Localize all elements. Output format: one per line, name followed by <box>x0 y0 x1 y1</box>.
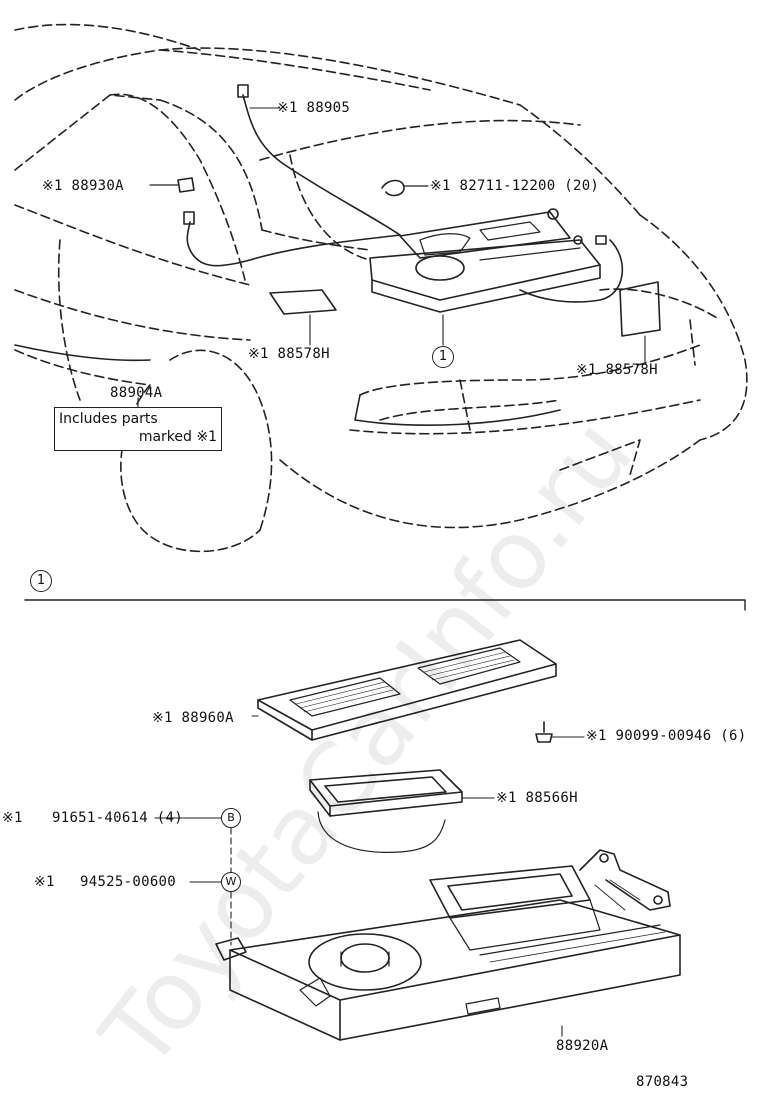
label-bolt-mark: ※1 <box>2 810 23 826</box>
car-body-outline <box>14 23 748 553</box>
gasket-88566H <box>309 769 495 853</box>
washer-marker-w: W <box>221 872 241 892</box>
bolt-marker-b: B <box>221 808 241 828</box>
label-clip-82711: ※1 82711-12200 (20) <box>430 178 600 194</box>
upper-leaders <box>137 107 646 409</box>
connector-88930A <box>149 177 195 193</box>
label-assembly-88904A: 88904A <box>110 385 163 401</box>
label-washer-94525: 94525-00600 <box>80 874 177 890</box>
label-connector-88930A: ※1 88930A <box>42 178 124 194</box>
note-line-2: marked ※1 <box>138 429 217 445</box>
pads-88578H <box>269 281 661 337</box>
label-wiring-88905: ※1 88905 <box>277 100 351 116</box>
label-pad-left-88578H: ※1 88578H <box>248 346 330 362</box>
callout-circle: 1 <box>432 346 454 368</box>
clip-82711 <box>381 179 429 197</box>
section-circle: 1 <box>30 570 52 592</box>
note-line-1: Includes parts <box>59 411 158 427</box>
label-pad-right-88578H: ※1 88578H <box>576 362 658 378</box>
note-box: Includes parts marked ※1 <box>54 407 222 451</box>
label-speaker-box-88920A: 88920A <box>556 1038 609 1054</box>
trunk-speaker-unit <box>369 208 607 313</box>
screw-90099 <box>535 721 585 743</box>
speaker-box-88920A <box>215 849 681 1041</box>
label-gasket-88566H: ※1 88566H <box>496 790 578 806</box>
label-bolt-91651: 91651-40614 (4) <box>52 810 183 826</box>
bolt-and-washer <box>154 817 232 946</box>
diagram-number: 870843 <box>636 1074 689 1090</box>
grille-88960A <box>251 639 557 741</box>
label-grille-88960A: ※1 88960A <box>152 710 234 726</box>
label-washer-mark: ※1 <box>34 874 55 890</box>
wiring-harness <box>183 84 624 303</box>
label-screw-90099: ※1 90099-00946 (6) <box>586 728 747 744</box>
car-trim <box>14 344 561 426</box>
section-divider <box>24 599 746 611</box>
